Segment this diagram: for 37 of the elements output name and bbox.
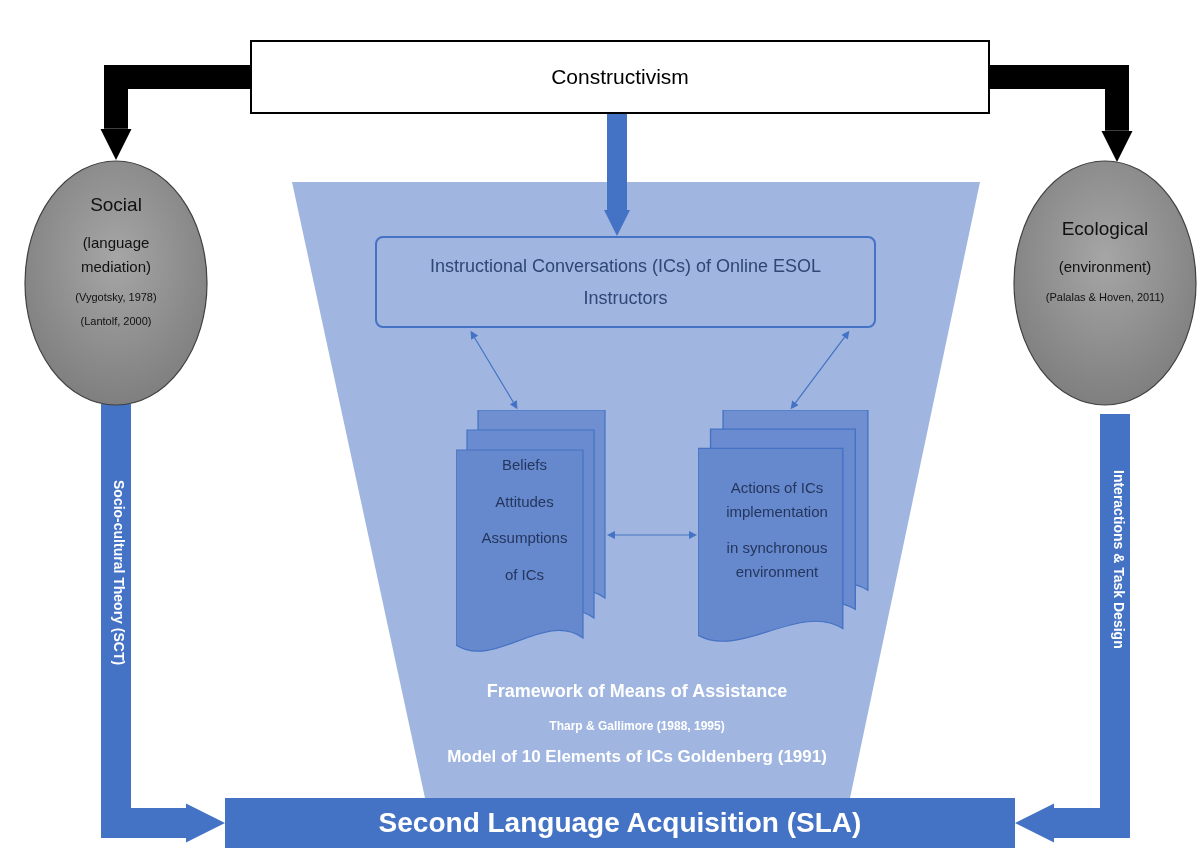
node-label: Second Language Acquisition (SLA) [378, 809, 862, 837]
node-label: Attitudes [495, 491, 554, 512]
block-arrow [100, 65, 250, 160]
node-label: Instructional Conversations (ICs) of Online ESOL Instructors [428, 255, 823, 310]
document-stack [698, 410, 869, 642]
edge-label: Interactions & Task Design [1109, 470, 1128, 649]
node-label: Model of 10 Elements of ICs Goldenberg (1991) [447, 747, 827, 767]
oval-node [24, 160, 208, 406]
arrow [470, 330, 518, 410]
node-label: (language mediation) [79, 233, 152, 278]
oval-node [1013, 160, 1197, 406]
node-label: Actions of ICs implementation [725, 478, 829, 522]
node-label: (environment) [1058, 257, 1152, 278]
funnel-shape [292, 182, 980, 798]
node-label: Constructivism [551, 64, 689, 91]
node-label: Framework of Means of Assistance [486, 680, 788, 703]
document-stack [456, 410, 606, 652]
arrow [607, 531, 697, 539]
node-label: Beliefs [502, 455, 547, 475]
edge-label: Socio-cultural Theory (SCT) [109, 480, 128, 666]
outcome-bar [225, 798, 1015, 848]
node-label: Social [90, 192, 142, 217]
block-arrow [1015, 414, 1130, 843]
node-label: (Palalas & Hoven, 2011) [1045, 290, 1165, 306]
node-label: of ICs [504, 564, 545, 585]
block-arrow [604, 114, 630, 236]
node-label: (Vygotsky, 1978) [75, 290, 157, 306]
node-label: Tharp & Gallimore (1988, 1995) [549, 718, 725, 735]
concept-box [250, 40, 990, 114]
node-label: Assumptions [481, 528, 568, 548]
node-label: (Lantolf, 2000) [80, 314, 152, 330]
rounded-box [375, 236, 876, 328]
block-arrow [990, 65, 1133, 162]
node-label: Ecological [1061, 216, 1149, 241]
block-arrow [101, 404, 225, 843]
arrow [790, 330, 850, 410]
node-label: in synchronous environment [725, 538, 829, 582]
